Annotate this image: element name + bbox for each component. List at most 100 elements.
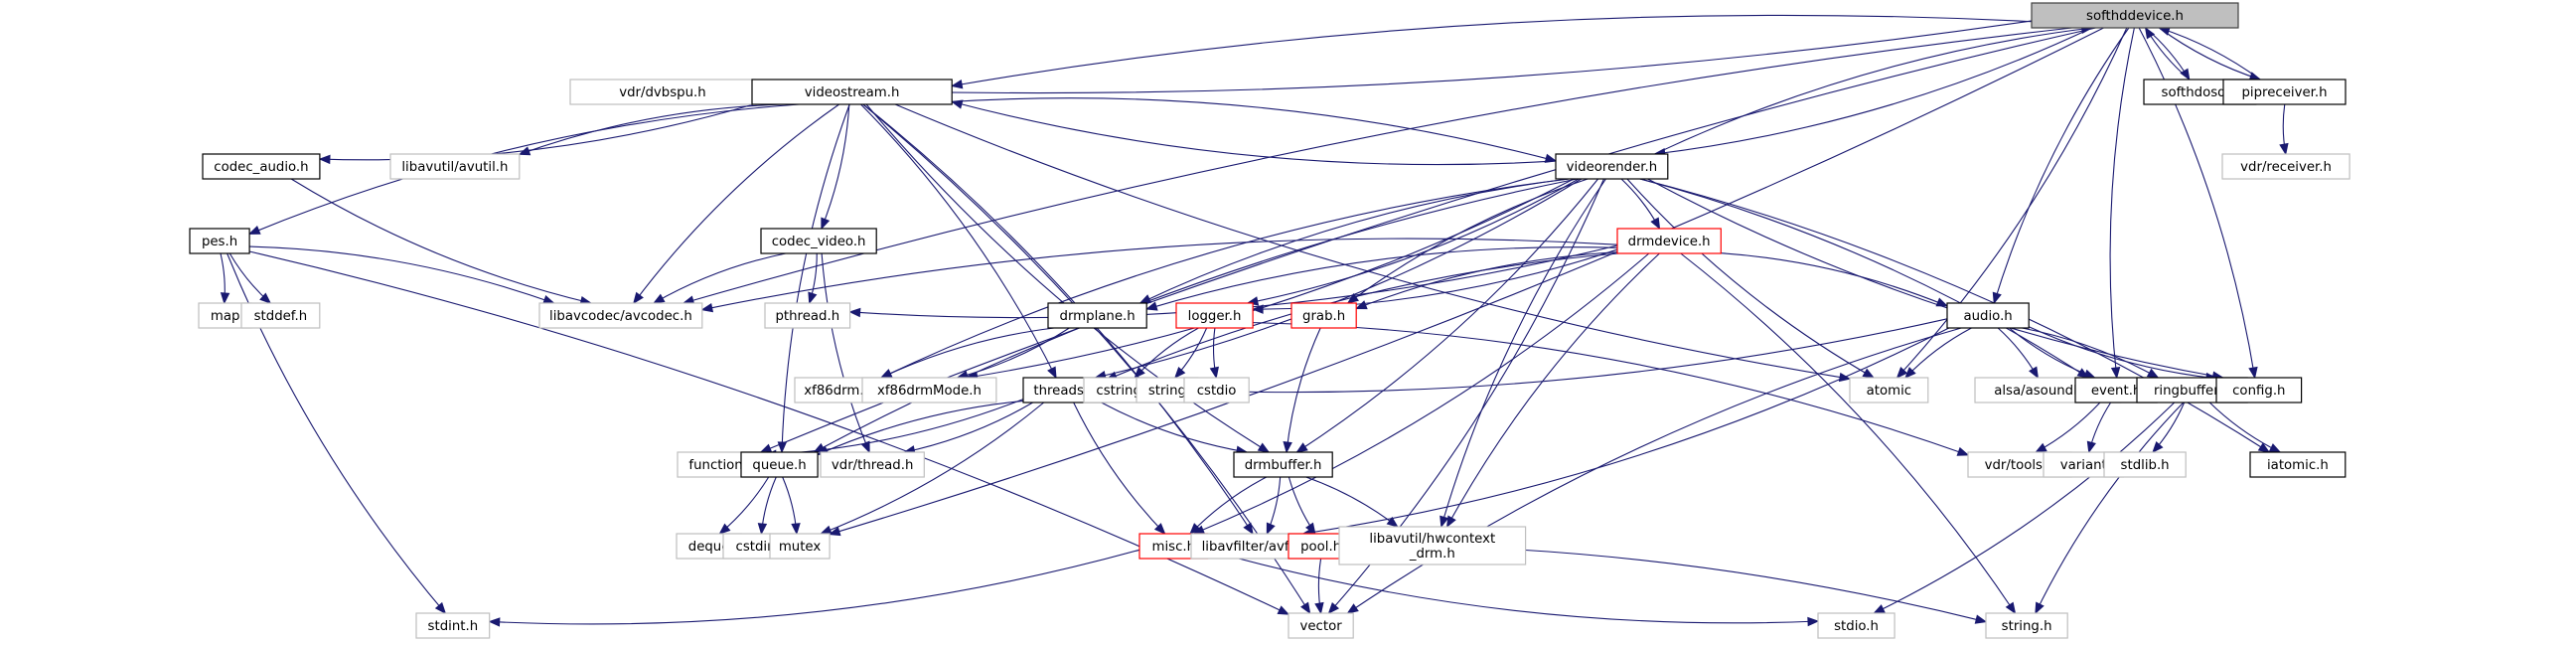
arrowhead-icon — [2035, 442, 2047, 453]
edge-softhddevice-to-pipreceiver — [2159, 27, 2261, 81]
node-label: cstdio — [1197, 384, 1237, 399]
node-vdr-receiver[interactable]: vdr/receiver.h — [2221, 153, 2350, 180]
edge-logger-to-vdr_tools — [1253, 322, 1969, 456]
arrowhead-icon — [1134, 367, 1145, 379]
arrowhead-icon — [1153, 523, 1166, 535]
node-codec-audio[interactable]: codec_audio.h — [202, 153, 321, 180]
node-box — [2249, 451, 2347, 478]
node-vector[interactable]: vector — [1288, 612, 1354, 639]
edge-misc-to-stdint — [489, 549, 1140, 625]
edge-videostream-to-drmbuffer — [865, 103, 1270, 453]
node-label: vdr/thread.h — [832, 458, 914, 473]
node-stddef[interactable]: stddef.h — [240, 302, 321, 329]
edge-videorender-to-xf86drmMode — [967, 178, 1575, 379]
node-box — [2215, 377, 2303, 403]
node-label: pthread.h — [775, 309, 839, 324]
edge-videorender-to-hwcontext — [1440, 178, 1606, 528]
node-label: threads.h — [1033, 384, 1096, 399]
node-label: softhddevice.h — [2086, 9, 2184, 24]
arrowhead-icon — [1257, 442, 1271, 453]
node-stdlib[interactable]: stdlib.h — [2103, 451, 2187, 478]
arrowhead-icon — [259, 292, 272, 304]
node-label: xf86drmMode.h — [877, 384, 982, 399]
arrowhead-icon — [950, 80, 964, 89]
node-drmbuffer[interactable]: drmbuffer.h — [1233, 451, 1333, 478]
node-drmplane[interactable]: drmplane.h — [1047, 302, 1147, 329]
arrowhead-icon — [759, 443, 773, 453]
edge-softhddevice-to-mutex — [829, 27, 2104, 536]
node-label: libavutil/hwcontext — [1369, 532, 1495, 547]
edge-audio-to-atomic — [1904, 327, 1972, 379]
arrowhead-icon — [1243, 522, 1254, 536]
node-box — [1047, 302, 1147, 329]
node-box — [764, 302, 851, 329]
edge-ringbuffer-to-iatomic — [2208, 402, 2281, 453]
edge-videostream-to-libavutil_avutil — [519, 103, 786, 155]
node-box — [2103, 451, 2187, 478]
node-label: vector — [1300, 619, 1343, 634]
arrowhead-icon — [2086, 440, 2096, 454]
node-softhddevice[interactable]: softhddevice.h — [2031, 2, 2239, 29]
node-config[interactable]: config.h — [2215, 377, 2303, 403]
node-vdr-thread[interactable]: vdr/thread.h — [820, 451, 925, 478]
node-string-h[interactable]: string.h — [1985, 612, 2068, 639]
node-pes[interactable]: pes.h — [189, 228, 250, 254]
arrowhead-icon — [2083, 369, 2096, 379]
node-box — [760, 228, 877, 254]
node-label: atomic — [1867, 384, 1911, 399]
node-xf86drmMode[interactable]: xf86drmMode.h — [861, 377, 997, 403]
node-cstdio[interactable]: cstdio — [1183, 377, 1250, 403]
arrowhead-icon — [1314, 601, 1324, 615]
node-label: stdint.h — [428, 619, 479, 634]
arrowhead-icon — [828, 527, 841, 537]
node-logger[interactable]: logger.h — [1175, 302, 1254, 329]
arrowhead-icon — [2029, 366, 2040, 380]
node-label: pes.h — [202, 235, 237, 249]
node-iatomic[interactable]: iatomic.h — [2249, 451, 2347, 478]
arrowhead-icon — [1935, 297, 1949, 307]
edge-ringbuffer-to-stdio — [1874, 402, 2176, 614]
node-box — [1233, 451, 1333, 478]
node-pipreceiver[interactable]: pipreceiver.h — [2222, 79, 2347, 105]
node-stdint[interactable]: stdint.h — [415, 612, 491, 639]
arrowhead-icon — [820, 525, 833, 535]
arrowhead-icon — [1346, 292, 1360, 304]
arrowhead-icon — [1189, 523, 1201, 535]
edge-threads-to-drmbuffer — [1101, 402, 1248, 453]
node-libavutil-avutil[interactable]: libavutil/avutil.h — [389, 153, 521, 180]
node-pthread[interactable]: pthread.h — [764, 302, 851, 329]
node-label: logger.h — [1188, 309, 1242, 324]
node-grab[interactable]: grab.h — [1290, 302, 1357, 329]
arrowhead-icon — [1992, 291, 2002, 305]
arrowhead-icon — [1144, 301, 1158, 311]
arrowhead-icon — [1445, 515, 1456, 529]
arrowhead-icon — [2279, 142, 2289, 156]
arrowhead-icon — [1346, 603, 1359, 614]
node-box — [1985, 612, 2068, 639]
arrowhead-icon — [1209, 366, 1219, 380]
node-audio[interactable]: audio.h — [1946, 302, 2030, 329]
node-videorender[interactable]: videorender.h — [1555, 153, 1669, 180]
edge-drmdevice-to-audio — [1721, 252, 1948, 307]
node-stdio[interactable]: stdio.h — [1817, 612, 1895, 639]
node-videostream[interactable]: videostream.h — [751, 79, 953, 105]
node-label: grab.h — [1302, 309, 1345, 324]
node-box — [2222, 79, 2347, 105]
arrowhead-icon — [1327, 601, 1340, 615]
node-avcodec[interactable]: libavcodec/avcodec.h — [538, 302, 703, 329]
node-label: string.h — [2002, 619, 2052, 634]
node-label: libavcodec/avcodec.h — [549, 309, 692, 324]
node-codec-video[interactable]: codec_video.h — [760, 228, 877, 254]
node-label: stdlib.h — [2121, 458, 2170, 473]
arrowhead-icon — [2257, 442, 2271, 453]
node-queue[interactable]: queue.h — [740, 451, 819, 478]
node-label: drmplane.h — [1060, 309, 1136, 324]
node-atomic[interactable]: atomic — [1849, 377, 1929, 403]
node-hwcontext[interactable]: libavutil/hwcontext_drm.h — [1338, 526, 1527, 565]
node-vdr-dvbspu[interactable]: vdr/dvbspu.h — [569, 79, 756, 105]
arrowhead-icon — [220, 292, 230, 305]
node-drmdevice[interactable]: drmdevice.h — [1616, 228, 1722, 254]
node-label: functional — [688, 458, 754, 473]
node-mutex[interactable]: mutex — [769, 533, 831, 560]
edge-codec_audio-to-avcodec — [290, 178, 591, 304]
